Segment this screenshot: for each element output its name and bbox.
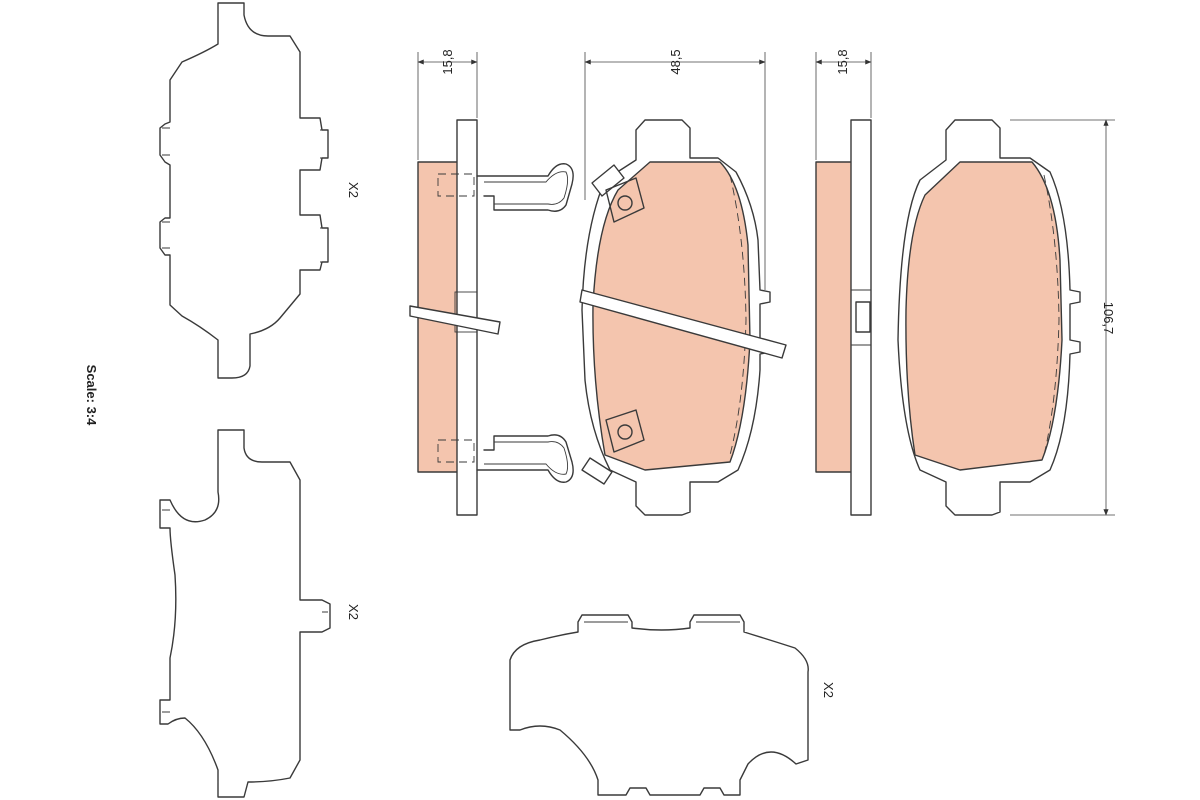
spring-plate-bottom: [159, 429, 331, 798]
spring-plate-top: [159, 2, 329, 379]
scale-label: Scale: 3:4: [84, 365, 99, 426]
dimension-width-value: 48,5: [668, 49, 683, 74]
retaining-clip: [509, 614, 809, 796]
dimension-thickness-right: 15,8: [815, 49, 872, 160]
pad-side-view-left: [409, 119, 574, 516]
quantity-label-spring-top: X2: [346, 182, 361, 198]
pad-front-view-right: [897, 119, 1081, 516]
dimension-height: 106,7: [1010, 119, 1116, 516]
pad-front-view-center: [579, 119, 787, 516]
quantity-label-spring-bottom: X2: [346, 604, 361, 620]
quantity-label-clip: X2: [821, 682, 836, 698]
dimension-thickness-left: 15,8: [417, 49, 478, 160]
dimension-thickness-left-value: 15,8: [440, 49, 455, 74]
dimension-width: 48,5: [584, 49, 766, 290]
dimension-height-value: 106,7: [1101, 302, 1116, 335]
dimension-thickness-right-value: 15,8: [835, 49, 850, 74]
pad-side-view-right: [815, 119, 872, 516]
